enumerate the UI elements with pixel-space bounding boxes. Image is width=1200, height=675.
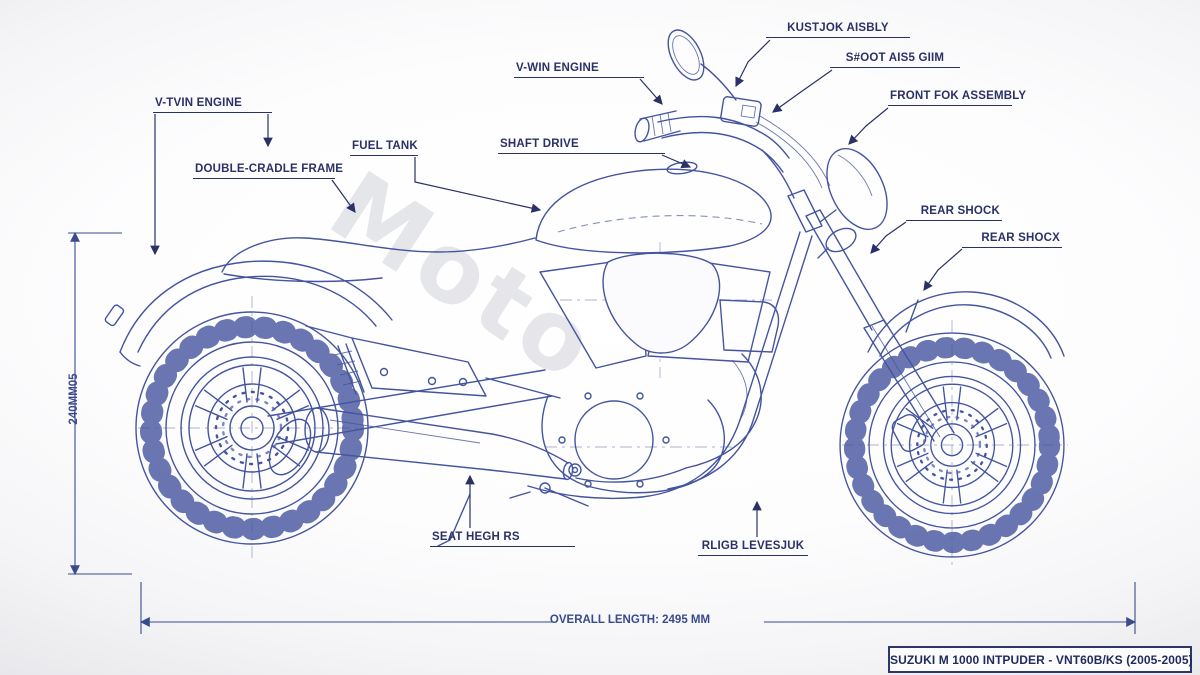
leader-lines: [150, 39, 963, 537]
label-v-twin-engine: V-TVIN ENGINE: [153, 96, 272, 113]
frame: [267, 231, 813, 500]
label-fuel-tank: FUEL TANK: [350, 139, 418, 156]
label-double-cradle-frame: DOUBLE-CRADLE FRAME: [193, 162, 343, 179]
front-fork: [805, 209, 1065, 452]
overall-length-dimension-text: OVERALL LENGTH: 2495 MM: [549, 614, 711, 626]
exhaust: [304, 407, 687, 547]
engine: [539, 252, 780, 494]
headlight: [817, 148, 888, 259]
handlebar-assembly-shape: [634, 29, 831, 233]
label-rub-suspension: RLIGB LEVESJUK: [698, 539, 808, 556]
label-shoot-ass-gim: S#OOT AIS5 GIIM: [830, 51, 960, 68]
label-rear-shock-lower: REAR SHOCX: [962, 231, 1062, 248]
title-block: SUZUKI M 1000 INTPUDER - VNT60B/KS (2005…: [888, 646, 1193, 673]
dimension-lines: [68, 231, 1137, 634]
fuel-tank-shape: [535, 161, 772, 254]
seat: [221, 237, 536, 283]
label-rear-shock-upper: REAR SHOCK: [906, 204, 1002, 221]
height-dimension-text: 240MM05: [68, 373, 80, 425]
label-v-win-engine: V-WIN ENGINE: [514, 61, 644, 78]
label-handlebar-assembly: KUSTJOK AISBLY: [766, 21, 910, 38]
label-shaft-drive: SHAFT DRIVE: [498, 137, 665, 154]
label-front-fork-assembly: FRONT FOK ASSEMBLY: [888, 89, 1026, 106]
label-seat-height: SEAT HEGH RS: [430, 530, 575, 547]
